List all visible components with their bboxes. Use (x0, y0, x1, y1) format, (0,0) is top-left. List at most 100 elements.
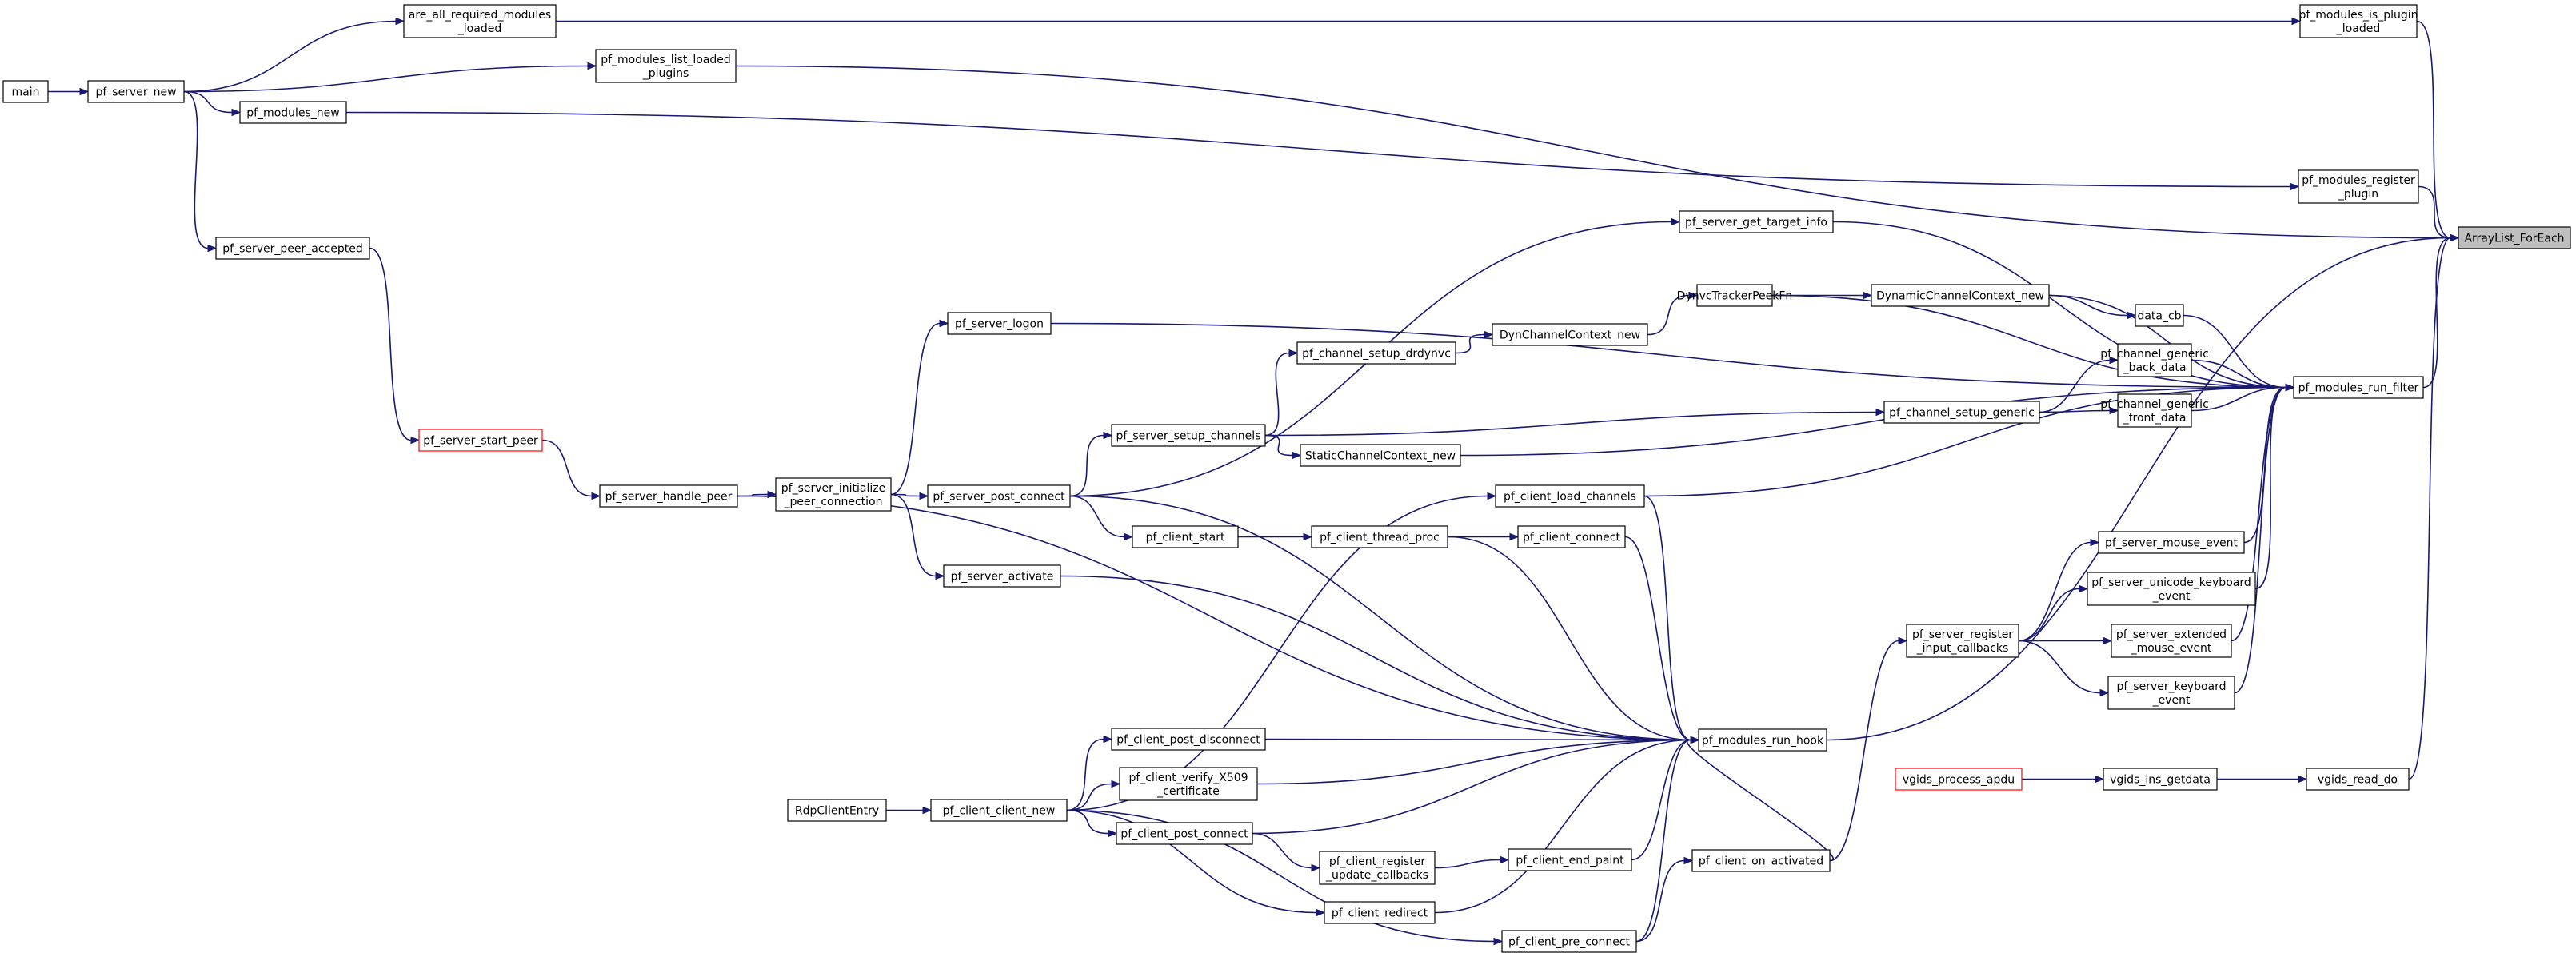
node-box (1119, 767, 1258, 801)
node-box (1300, 444, 1461, 467)
node-pf-server-logon[interactable]: pf_server_logon (947, 312, 1052, 335)
node-pf-modules-run-filter[interactable]: pf_modules_run_filter (2293, 376, 2424, 399)
node-pf-server-handle-peer[interactable]: pf_server_handle_peer (599, 484, 738, 508)
node-pf-server-start-peer[interactable]: pf_server_start_peer (418, 429, 543, 452)
node-pf-client-connect[interactable]: pf_client_connect (1517, 525, 1626, 548)
node-pf-client-thread-proc[interactable]: pf_client_thread_proc (1311, 525, 1448, 548)
node-pf-client-post-connect[interactable]: pf_client_post_connect (1116, 822, 1253, 845)
node-pf-modules-list-loaded-plugins[interactable]: pf_modules_list_loaded_plugins (595, 49, 737, 83)
call-edge (890, 319, 949, 496)
call-edge (2018, 584, 2089, 642)
node-pf-client-on-activated[interactable]: pf_client_on_activated (1691, 849, 1831, 872)
node-dynvctrackerpeekfn[interactable]: DynvcTrackerPeekFn (1677, 284, 1793, 307)
call-edge (183, 90, 218, 253)
node-pf-server-extended-mouse-event[interactable]: pf_server_extended_mouse_event (2111, 624, 2232, 658)
node-label: pf_server_mouse_event (2105, 537, 2239, 550)
call-edge (735, 65, 2460, 242)
node-label: pf_server_register (1912, 628, 2013, 641)
function-nodes: main pf_server_new are_all_required_module… (2, 4, 2571, 953)
node-label: pf_server_activate (951, 571, 1054, 584)
call-edge (2018, 640, 2110, 697)
node-pf-server-post-connect[interactable]: pf_server_post_connect (927, 484, 1071, 508)
node-pf-modules-register-plugin[interactable]: pf_modules_register_plugin (2298, 169, 2419, 204)
node-label: pf_modules_is_plugin (2298, 9, 2418, 22)
call-edge (1066, 809, 1326, 917)
node-box (239, 101, 347, 124)
call-edge (1434, 855, 1510, 869)
node-box (947, 312, 1052, 335)
node-box (595, 49, 737, 83)
node-pf-channel-generic-back-data[interactable]: pf_channel_generic_back_data (2100, 343, 2209, 377)
node-pf-modules-new[interactable]: pf_modules_new (239, 101, 347, 124)
node-rdpcliententry[interactable]: RdpClientEntry (787, 799, 887, 822)
node-box (1906, 624, 2019, 658)
node-label: pf_server_start_peer (423, 435, 538, 448)
node-pf-server-mouse-event[interactable]: pf_server_mouse_event (2098, 531, 2245, 554)
node-label: vgids_ins_getdata (2110, 774, 2211, 787)
node-box (2117, 393, 2192, 428)
node-box (2098, 531, 2245, 554)
node-arraylist-foreach[interactable]: ArrayList_ForEach (2458, 226, 2571, 249)
node-label: pf_server_unicode_keyboard (2091, 576, 2251, 589)
node-vgids-ins-getdata[interactable]: vgids_ins_getdata (2103, 768, 2218, 791)
node-pf-server-new[interactable]: pf_server_new (87, 80, 185, 103)
node-vgids-read-do[interactable]: vgids_read_do (2306, 768, 2410, 791)
call-edge (1447, 536, 1700, 744)
call-edge (48, 87, 90, 96)
node-pf-server-peer-accepted[interactable]: pf_server_peer_accepted (215, 237, 370, 260)
node-pf-channel-setup-drdynvc[interactable]: pf_channel_setup_drdynvc (1296, 341, 1456, 365)
node-box (1895, 768, 2023, 791)
node-dynamicchannelcontext-new[interactable]: DynamicChannelContext_new (1871, 284, 2050, 307)
node-pf-server-initialize-peer-connection[interactable]: pf_server_initialize_peer_connection (775, 477, 892, 512)
node-label: StaticChannelContext_new (1305, 450, 1456, 463)
node-staticchannelcontext-new[interactable]: StaticChannelContext_new (1300, 444, 1461, 467)
node-label: _peer_connection (783, 496, 882, 508)
node-pf-client-pre-connect[interactable]: pf_client_pre_connect (1501, 930, 1637, 953)
node-pf-client-start[interactable]: pf_client_start (1132, 525, 1239, 548)
node-are-all-required-modules-loaded[interactable]: are_all_required_modules_loaded (403, 4, 557, 38)
node-pf-server-keyboard-event[interactable]: pf_server_keyboard_event (2107, 676, 2235, 710)
node-pf-channel-setup-generic[interactable]: pf_channel_setup_generic (1883, 401, 2040, 424)
call-edge (2416, 20, 2460, 242)
node-pf-client-verify-x509-certificate[interactable]: pf_client_verify_X509_certificate (1119, 767, 1258, 801)
node-pf-server-register-input-callbacks[interactable]: pf_server_register_input_callbacks (1906, 624, 2019, 658)
node-pf-client-end-paint[interactable]: pf_client_end_paint (1508, 848, 1632, 871)
node-pf-server-activate[interactable]: pf_server_activate (943, 564, 1061, 588)
node-pf-modules-is-plugin-loaded[interactable]: pf_modules_is_plugin_loaded (2298, 4, 2418, 38)
node-box (1111, 424, 1266, 447)
call-edge (183, 17, 405, 93)
node-pf-client-redirect[interactable]: pf_client_redirect (1324, 901, 1436, 924)
node-pf-client-client-new[interactable]: pf_client_client_new (930, 799, 1068, 822)
node-pf-modules-run-hook[interactable]: pf_modules_run_hook (1698, 728, 1827, 752)
node-label: pf_client_pre_connect (1508, 936, 1631, 949)
node-label: DynChannelContext_new (1500, 329, 1640, 342)
node-box (1492, 323, 1648, 346)
node-pf-server-get-target-info[interactable]: pf_server_get_target_info (1679, 210, 1834, 233)
node-label: pf_client_start (1146, 532, 1225, 544)
node-pf-server-unicode-keyboard-event[interactable]: pf_server_unicode_keyboard_event (2087, 572, 2256, 606)
node-box (2117, 343, 2192, 377)
call-edge (1066, 780, 1121, 811)
node-box (2107, 676, 2235, 710)
call-edge (2039, 356, 2119, 413)
node-vgids-process-apdu[interactable]: vgids_process_apdu (1895, 768, 2023, 791)
node-label: pf_channel_setup_drdynvc (1302, 348, 1451, 361)
node-pf-channel-generic-front-data[interactable]: pf_channel_generic_front_data (2100, 393, 2209, 428)
call-edge (886, 806, 933, 815)
call-edge (1066, 809, 1504, 946)
node-data-cb[interactable]: data_cb (2135, 304, 2184, 327)
node-pf-client-register-update-callbacks[interactable]: pf_client_register_update_callbacks (1319, 851, 1436, 885)
node-main[interactable]: main (2, 80, 49, 103)
node-pf-client-post-disconnect[interactable]: pf_client_post_disconnect (1111, 728, 1266, 751)
node-box (1696, 284, 1773, 307)
node-label: _event (2152, 694, 2191, 707)
node-box (403, 4, 557, 38)
node-box (1698, 728, 1827, 752)
node-pf-client-load-channels[interactable]: pf_client_load_channels (1495, 484, 1645, 508)
call-edge (1771, 294, 2295, 392)
node-dynchannelcontext-new[interactable]: DynChannelContext_new (1492, 323, 1648, 346)
node-box (775, 477, 892, 512)
node-box (2087, 572, 2256, 606)
node-label: DynvcTrackerPeekFn (1677, 290, 1793, 303)
node-pf-server-setup-channels[interactable]: pf_server_setup_channels (1111, 424, 1266, 447)
